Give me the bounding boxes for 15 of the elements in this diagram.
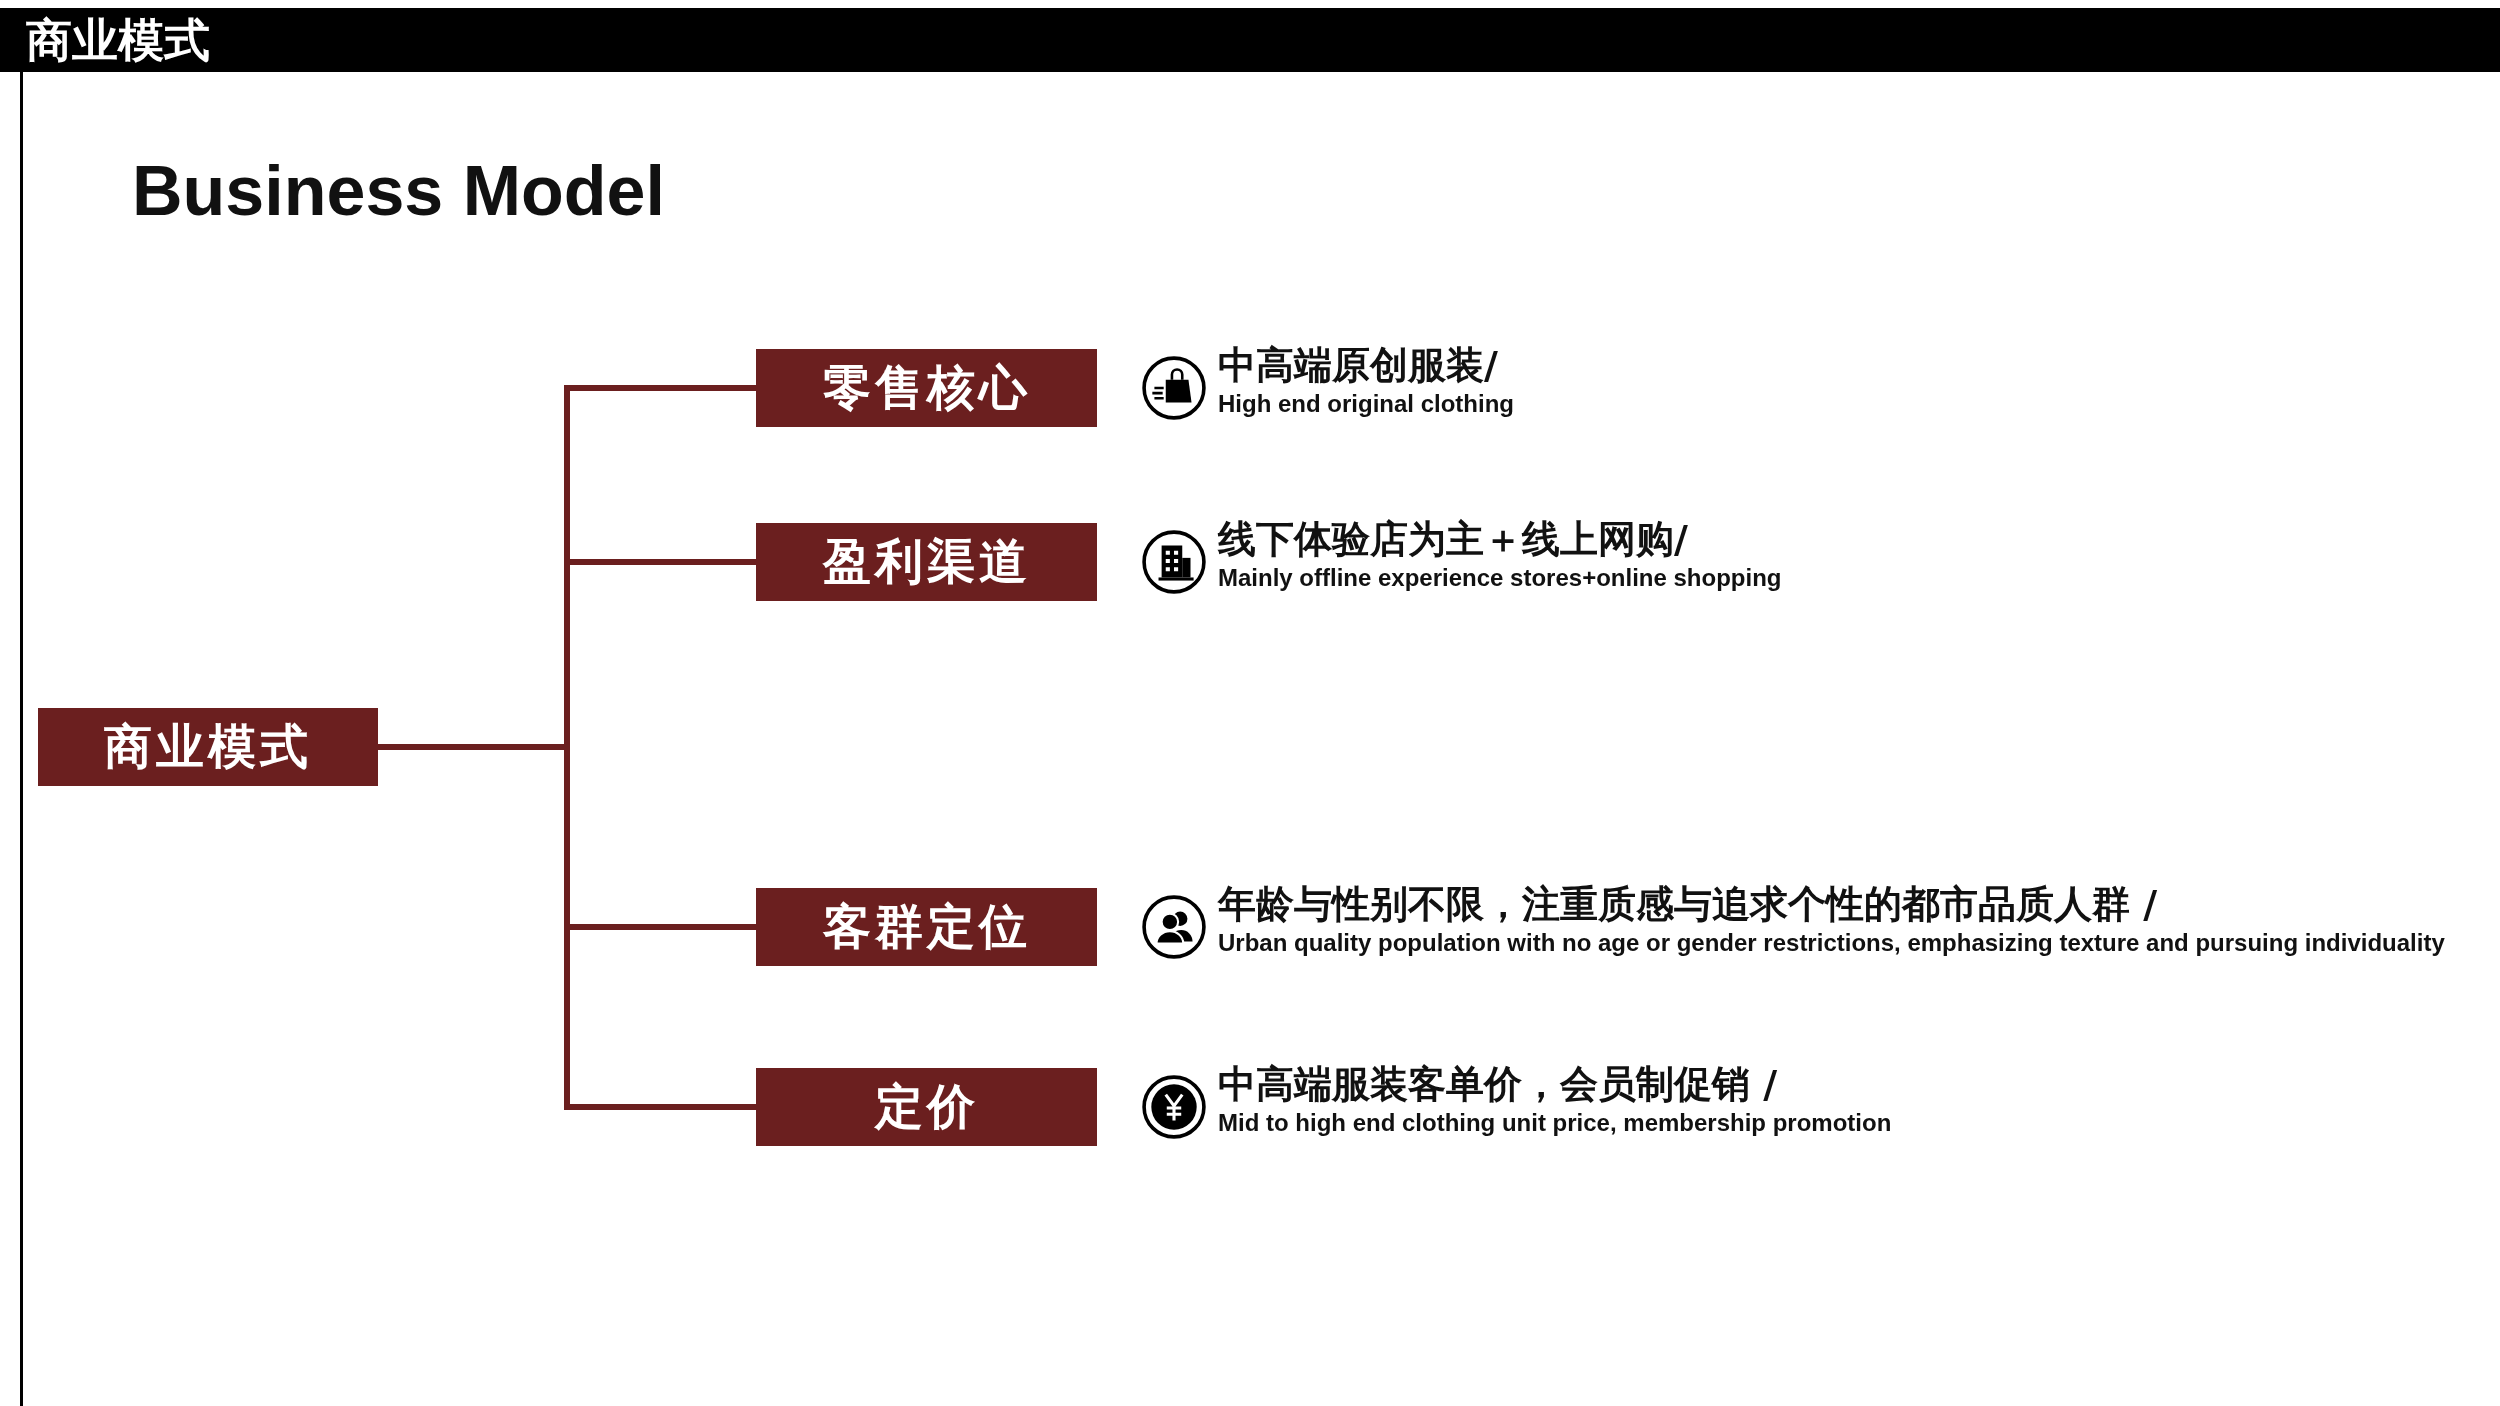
translation-text: Mainly offline experience stores+online shopping <box>1218 563 1782 593</box>
translation-text: High end original clothing <box>1218 389 1514 419</box>
header-title: 商业模式 <box>26 14 210 66</box>
translation-text: Urban quality population with no age or gender restrictions, emphasizing texture and pursuing individuality <box>1218 928 2445 958</box>
category-box: 零售核心 <box>756 349 1097 427</box>
page-title: Business Model <box>132 151 665 232</box>
category-box: 商业模式 <box>38 708 378 786</box>
description-text: 线下体验店为主＋线上网购/ <box>1218 517 1688 561</box>
description-text: 中高端原创服装/ <box>1218 343 1498 387</box>
description-text: 中高端服装客单价，会员制促销 / <box>1218 1062 1778 1106</box>
category-box: 客群定位 <box>756 888 1097 966</box>
category-box: 定价 <box>756 1068 1097 1146</box>
description-text: 年龄与性别不限，注重质感与追求个性的都市品质人群 / <box>1218 882 2158 926</box>
category-box: 盈利渠道 <box>756 523 1097 601</box>
translation-text: Mid to high end clothing unit price, membership promotion <box>1218 1108 1892 1138</box>
